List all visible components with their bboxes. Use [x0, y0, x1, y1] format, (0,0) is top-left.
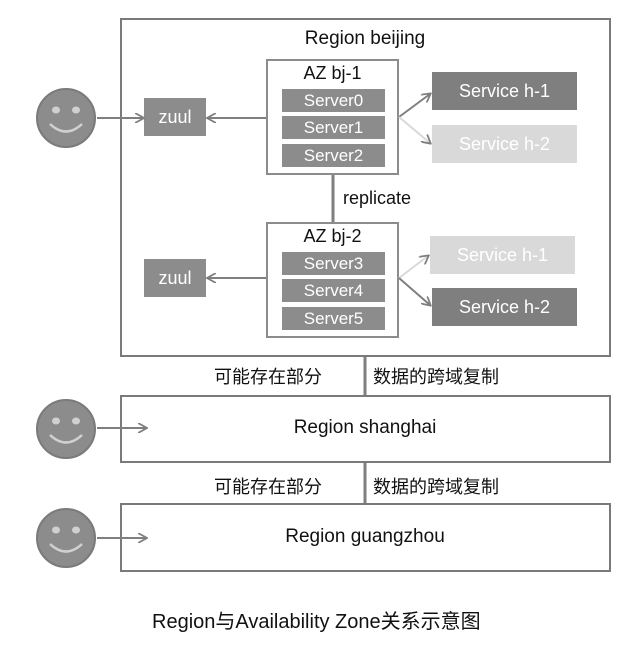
server-0: Server0	[282, 89, 385, 112]
server-5: Server5	[282, 307, 385, 330]
service-h2-bj2: Service h-2	[432, 288, 577, 326]
az-bj-1-title: AZ bj-1	[303, 63, 362, 83]
partial-replication-label-right-1: 数据的跨域复制	[373, 367, 499, 387]
region-guangzhou-title: Region guangzhou	[285, 526, 445, 547]
server-1: Server1	[282, 116, 385, 139]
smiley-face-icon	[36, 88, 96, 148]
server-2: Server2	[282, 144, 385, 167]
zuul-gateway-2: zuul	[144, 259, 206, 297]
service-h2-bj1: Service h-2	[432, 125, 577, 163]
az-bj-2-title: AZ bj-2	[303, 226, 362, 246]
region-beijing-title: Region beijing	[304, 28, 426, 49]
partial-replication-label-left-1: 可能存在部分	[214, 367, 322, 387]
az-bj-2-box: AZ bj-2 Server3 Server4 Server5	[266, 222, 399, 338]
region-shanghai-box	[120, 395, 611, 463]
replicate-label: replicate	[343, 188, 412, 208]
server-3: Server3	[282, 252, 385, 275]
smiley-face-icon	[36, 399, 96, 459]
zuul-gateway-1: zuul	[144, 98, 206, 136]
service-h1-bj2: Service h-1	[430, 236, 575, 274]
region-shanghai-title: Region shanghai	[293, 417, 437, 438]
server-4: Server4	[282, 279, 385, 302]
partial-replication-label-right-2: 数据的跨域复制	[373, 477, 499, 497]
region-guangzhou-box	[120, 503, 611, 572]
smiley-face-icon	[36, 508, 96, 568]
service-h1-bj1: Service h-1	[432, 72, 577, 110]
az-bj-1-box: AZ bj-1 Server0 Server1 Server2	[266, 59, 399, 175]
partial-replication-label-left-2: 可能存在部分	[214, 477, 322, 497]
diagram-caption: Region与Availability Zone关系示意图	[152, 611, 481, 633]
